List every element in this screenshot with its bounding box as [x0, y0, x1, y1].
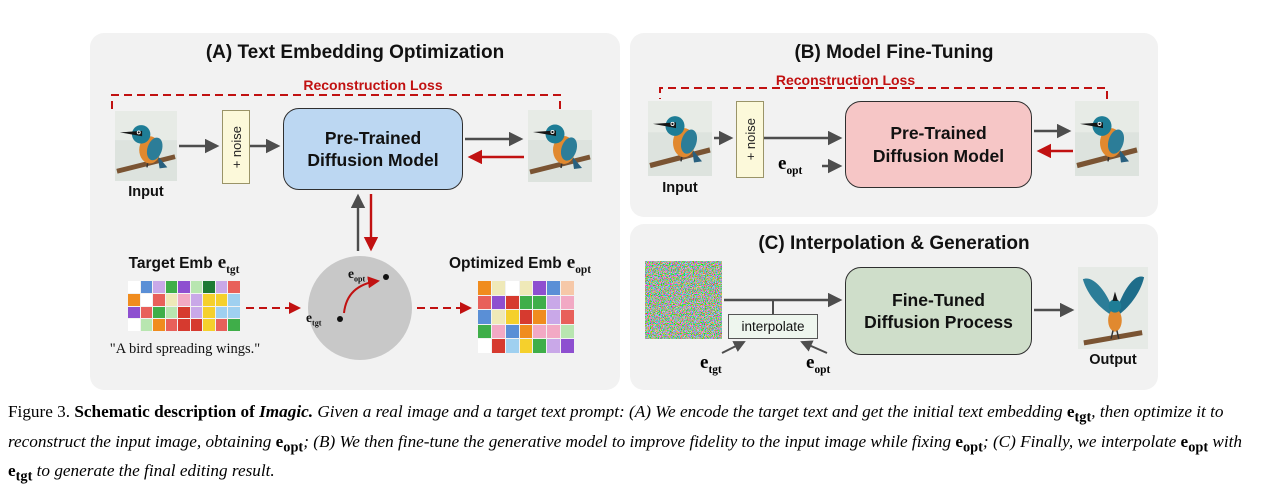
input-label-b: Input: [662, 180, 698, 196]
reconstruction-loss-label-a: Reconstruction Loss: [303, 77, 443, 93]
diffusion-model-box-b: Pre-Trained Diffusion Model: [845, 101, 1032, 188]
panel-b: (B) Model Fine-Tuning Reconstruction Los…: [630, 33, 1158, 217]
output-image-c: [1078, 267, 1148, 349]
e-opt-label-circle: eopt: [348, 266, 366, 284]
prompt-text: "A bird spreading wings.": [109, 341, 261, 357]
e-tgt-label-c: etgt: [700, 352, 722, 376]
output-label-c: Output: [1089, 352, 1137, 368]
optimization-path-arrow: [343, 276, 380, 314]
panel-c: (C) Interpolation & Generation interpola…: [630, 224, 1158, 390]
diffusion-process-box-c: Fine-Tuned Diffusion Process: [845, 267, 1032, 355]
panel-a: (A) Text Embedding Optimization Reconstr…: [90, 33, 620, 390]
optimized-emb-grid: [478, 281, 574, 353]
random-noise-image: [645, 261, 722, 339]
panel-c-title: (C) Interpolation & Generation: [758, 233, 1030, 254]
output-image-a: [528, 110, 592, 182]
e-tgt-label-circle: etgt: [306, 310, 322, 328]
diffusion-model-box-a: Pre-Trained Diffusion Model: [283, 108, 463, 190]
input-image-a: [115, 111, 177, 181]
input-label-a: Input: [128, 184, 164, 200]
panel-b-title: (B) Model Fine-Tuning: [794, 42, 994, 63]
panel-a-title: (A) Text Embedding Optimization: [205, 42, 505, 63]
figure-caption: Figure 3. Schematic description of Imagi…: [8, 402, 1242, 485]
noise-box-a: + noise: [222, 110, 250, 184]
e-opt-label-c: eopt: [806, 352, 831, 376]
reconstruction-loss-label-b: Reconstruction Loss: [775, 72, 916, 88]
interpolate-box: interpolate: [728, 314, 818, 339]
input-image-b: [648, 101, 712, 176]
e-tgt-point: [337, 316, 343, 322]
output-image-b: [1075, 101, 1139, 176]
noise-box-b: + noise: [736, 101, 764, 178]
target-emb-grid: [128, 281, 240, 331]
caption-figure-number: Figure 3.: [8, 402, 75, 421]
e-opt-point: [383, 274, 389, 280]
e-opt-label-b: eopt: [778, 153, 803, 177]
